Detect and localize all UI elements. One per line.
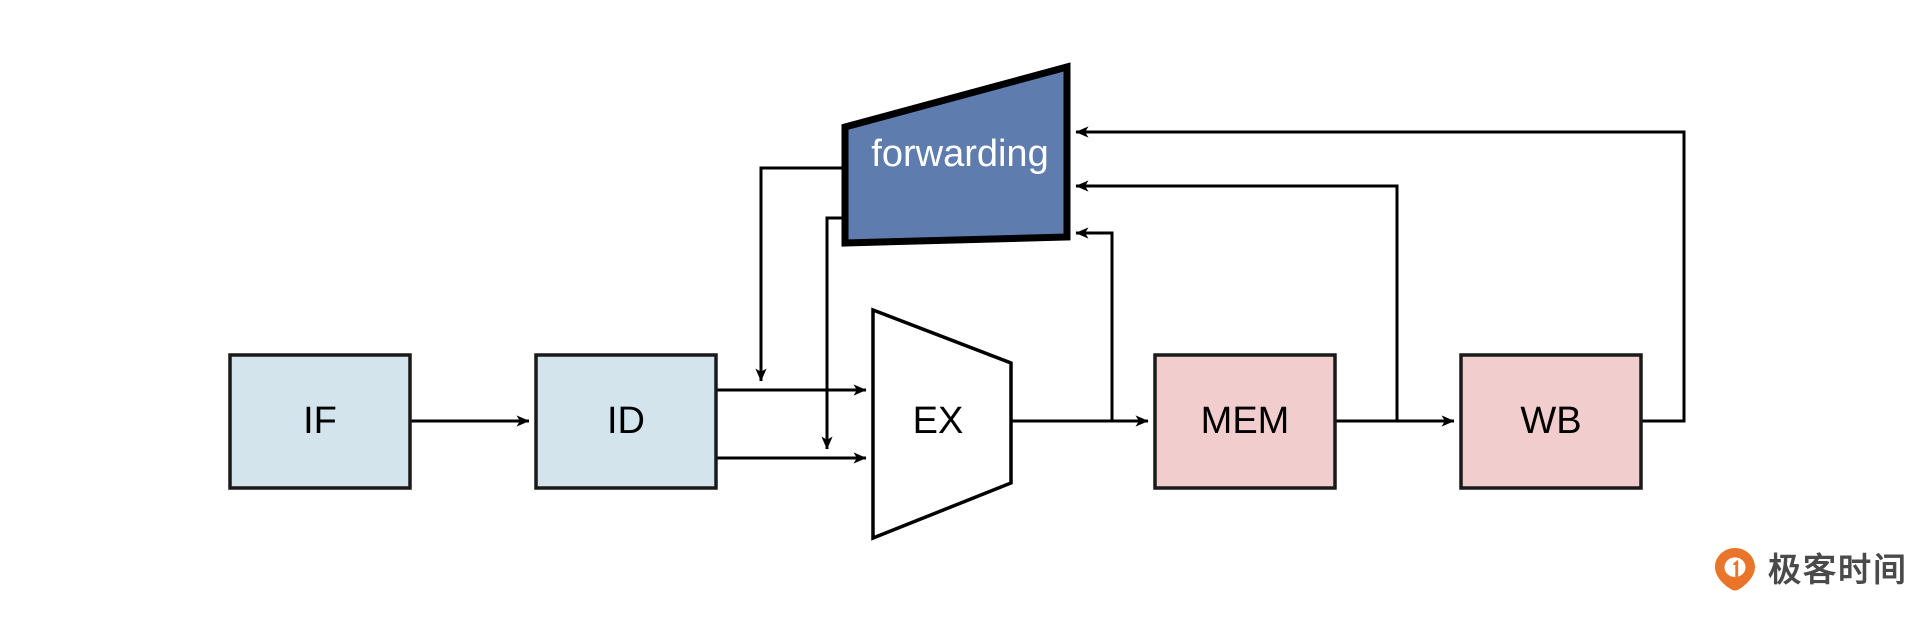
edge-wb-to-forwarding (1075, 126, 1686, 423)
watermark-text: 极客时间 (1768, 549, 1908, 589)
stage-node-mem[interactable]: MEM (1153, 353, 1337, 490)
geektime-drop-logo-icon (1715, 548, 1755, 591)
forwarding-unit-label: forwarding (871, 133, 1048, 175)
stage-box-id (534, 353, 718, 490)
edge-mem-to-forwarding (1075, 180, 1399, 421)
stage-label-ex: EX (913, 400, 964, 442)
forwarding-unit-shape (841, 62, 1071, 247)
stage-node-ex[interactable]: EX (871, 307, 1013, 541)
stage-label-if: IF (303, 400, 337, 442)
watermark: 极客时间 (1712, 546, 1908, 592)
stage-node-id[interactable]: ID (534, 353, 718, 490)
stage-box-wb (1459, 353, 1643, 490)
stage-node-wb[interactable]: WB (1459, 353, 1643, 490)
stage-node-if[interactable]: IF (228, 353, 412, 490)
forwarding-unit-node[interactable]: forwarding (841, 62, 1071, 247)
edge-forwarding-to-ex-upper (755, 166, 862, 382)
stage-label-mem: MEM (1201, 400, 1290, 442)
stage-shape-ex (871, 307, 1013, 541)
edge-forwarding-to-ex-lower (821, 216, 875, 450)
stage-label-id: ID (607, 400, 645, 442)
stage-label-wb: WB (1520, 400, 1581, 442)
edge-ex-to-forwarding (1075, 227, 1114, 421)
stage-box-mem (1153, 353, 1337, 490)
stage-box-if (228, 353, 412, 490)
